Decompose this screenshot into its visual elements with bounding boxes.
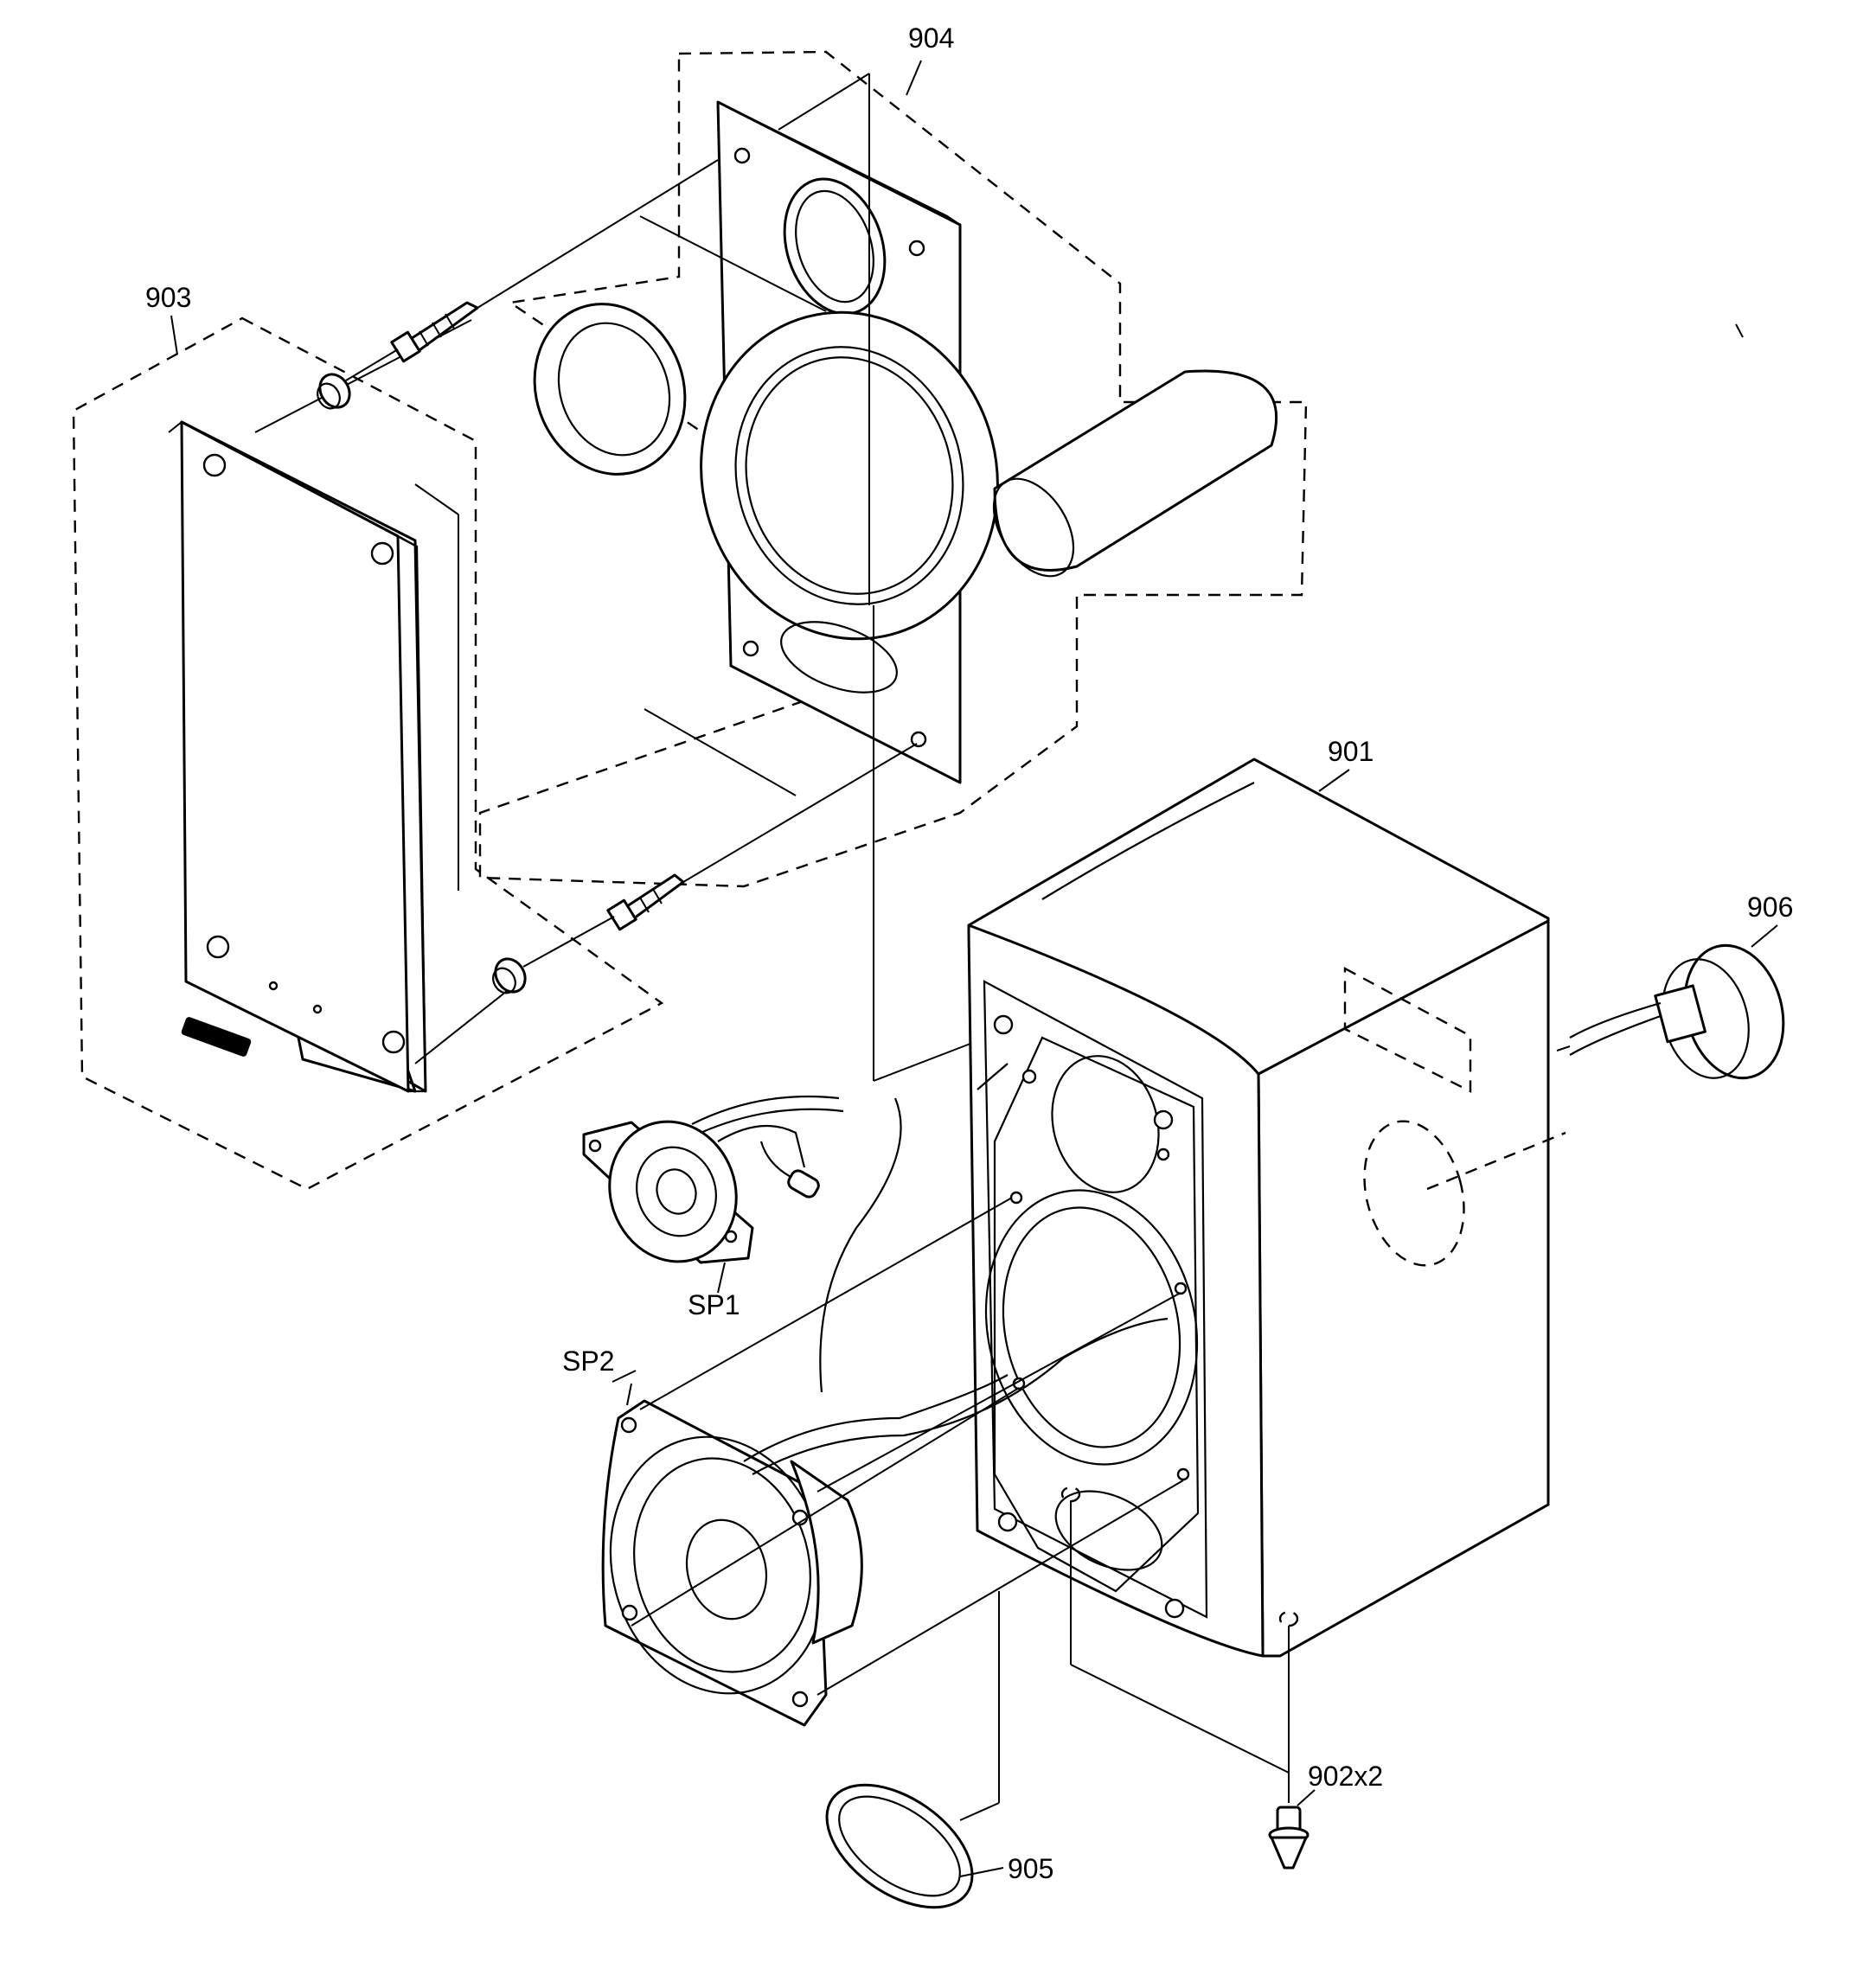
tweeter-sp1 — [582, 1095, 844, 1294]
label-903: 903 — [145, 282, 191, 313]
port-tube — [993, 369, 1278, 572]
woofer-sp2 — [601, 1097, 1184, 1727]
baffle-assembly-904 — [478, 50, 1308, 1082]
grille-dashed-outline — [72, 316, 664, 1191]
label-904: 904 — [908, 22, 954, 54]
lower-grille-peg — [492, 957, 527, 994]
cabinet-901 — [959, 757, 1566, 1821]
label-901: 901 — [1328, 736, 1374, 767]
terminal-906 — [1556, 943, 1785, 1080]
woofer-bezel — [700, 310, 999, 641]
label-sp1: SP1 — [688, 1289, 740, 1320]
upper-screw — [390, 301, 479, 363]
grille-assembly-903 — [72, 159, 918, 1191]
label-sp2: SP2 — [562, 1346, 614, 1377]
label-902: 902x2 — [1308, 1761, 1383, 1792]
foot-902 — [1268, 1789, 1316, 1870]
ring-905 — [825, 1783, 1004, 1909]
grille-logo-plate — [181, 1017, 252, 1057]
label-905: 905 — [1008, 1853, 1053, 1884]
tweeter-ring — [533, 303, 687, 476]
grille-panel — [180, 420, 410, 1093]
label-906: 906 — [1747, 892, 1793, 923]
upper-grille-peg — [317, 373, 351, 410]
